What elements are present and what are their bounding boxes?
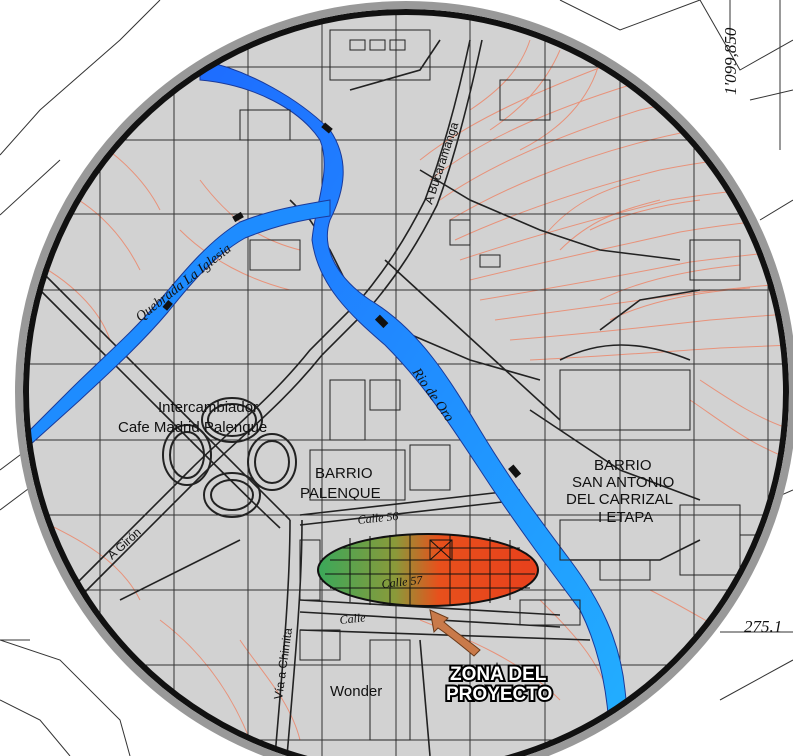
label-calle: Calle [339, 610, 367, 627]
urban-blocks [239, 29, 771, 741]
label-zona-del: ZONA DEL [450, 664, 547, 685]
interchange [162, 397, 297, 518]
label-barrio-palenque-1: BARRIO [315, 465, 373, 482]
project-zone [317, 533, 539, 607]
label-intercambiador: Intercambiador [158, 399, 258, 416]
label-easting: 275.1 [744, 617, 782, 636]
label-san-antonio-1: BARRIO [594, 457, 652, 474]
label-proyecto: PROYECTO [446, 684, 552, 705]
roads [39, 39, 701, 756]
label-calle-57: Calle 57 [381, 573, 424, 591]
label-san-antonio-2: SAN ANTONIO [572, 474, 674, 491]
map-frame-outer [15, 1, 793, 756]
project-pointer-arrow [429, 609, 481, 657]
map-frame [23, 9, 789, 756]
label-wonder: Wonder [330, 683, 382, 700]
rio-de-oro [199, 59, 633, 756]
label-northing: 1'099,850 [721, 27, 740, 95]
label-cafe-madrid-palenque: Cafe Madrid Palenque [118, 419, 267, 436]
label-san-antonio-3: DEL CARRIZAL [566, 491, 673, 508]
label-calle-56: Calle 56 [357, 509, 399, 527]
label-barrio-palenque-2: PALENQUE [300, 485, 381, 502]
label-san-antonio-4: I ETAPA [598, 509, 653, 526]
